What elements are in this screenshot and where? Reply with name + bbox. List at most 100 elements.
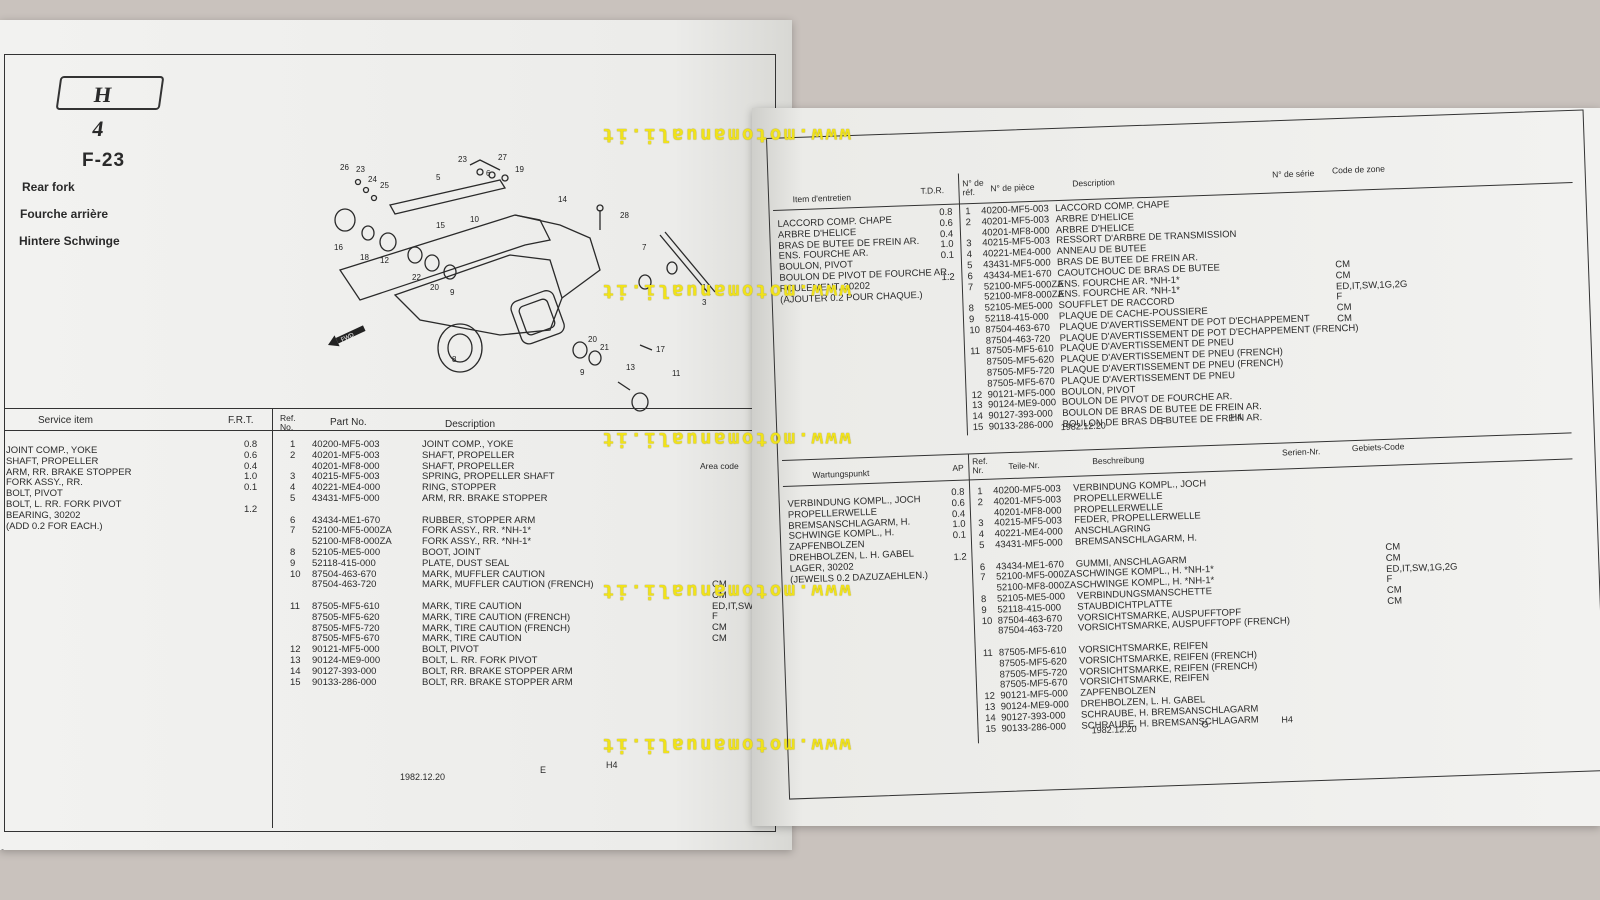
section-code-box: H 4 <box>55 76 165 141</box>
de-footer-lang: G <box>1201 719 1209 730</box>
fwd-arrow: FWD <box>328 325 366 347</box>
final-drive-housing <box>510 290 565 345</box>
service-item: (ADD 0.2 FOR EACH.) <box>6 520 103 532</box>
callout-9: 9 <box>450 288 455 297</box>
left-page: H 4 F-23 Rear fork Fourche arrière Hinte… <box>0 20 792 850</box>
left-footer-date: 1982.12.20 <box>400 772 446 782</box>
title-en: Rear fork <box>22 180 75 194</box>
col-ref-no: Ref. No. <box>280 413 296 432</box>
callout-24: 24 <box>368 175 377 184</box>
diagram-callouts: 26 23 24 25 5 23 27 6 19 14 28 10 15 16 … <box>334 153 707 378</box>
callout-22: 22 <box>412 273 421 282</box>
page-number: 2 <box>0 848 5 850</box>
callout-11: 11 <box>672 369 681 378</box>
left-footer-code: H4 <box>606 760 618 770</box>
col-area-code: Area code <box>700 461 739 471</box>
watermark-1: www.motomanuali.it <box>600 124 851 146</box>
col-frt: F.R.T. <box>228 415 254 426</box>
col-part-no: Part No. <box>330 417 367 428</box>
callout-1: 1 <box>702 283 707 292</box>
de-footer-date: 1982.12.20 <box>1091 723 1137 736</box>
left-table-header-rule <box>4 430 774 432</box>
fr-col-ref: N° de réf. <box>962 177 984 197</box>
callout-7: 7 <box>642 243 647 252</box>
fwd-label: FWD <box>340 332 356 343</box>
left-table-top-rule <box>4 408 774 410</box>
callout-21: 21 <box>600 343 609 352</box>
bearing <box>334 208 356 232</box>
left-table-divider <box>272 408 274 828</box>
callout-3: 3 <box>702 298 707 307</box>
fork-crossbar <box>514 214 601 299</box>
fr-col-part: N° de pièce <box>990 181 1035 194</box>
watermark-4: www.motomanuali.it <box>600 580 851 602</box>
callout-18: 18 <box>360 253 369 262</box>
title-de: Hintere Schwinge <box>19 234 120 248</box>
de-col-desc: Beschreibung <box>1092 454 1145 467</box>
de-col-part: Teile-Nr. <box>1008 460 1040 472</box>
fr-col-desc: Description <box>1072 177 1115 189</box>
callout-25: 25 <box>380 181 389 190</box>
callout-28: 28 <box>620 211 629 220</box>
de-footer-code: H4 <box>1281 714 1294 725</box>
left-service-items: JOINT COMP., YOKE SHAFT, PROPELLER ARM, … <box>6 445 132 532</box>
fr-col-tdr: T.D.R. <box>920 185 945 196</box>
service-item: JOINT COMP., YOKE <box>6 445 98 456</box>
fork-arm-right <box>393 254 563 336</box>
col-description: Description <box>445 419 496 430</box>
de-col-item: Wartungspunkt <box>812 467 870 480</box>
service-item: ARM, RR. BRAKE STOPPER <box>6 466 132 478</box>
callout-5: 5 <box>436 173 441 182</box>
service-item: FORK ASSY., RR. <box>6 477 83 489</box>
callout-10: 10 <box>470 215 479 224</box>
callout-14: 14 <box>558 195 567 204</box>
fr-col-zone: Code de zone <box>1331 163 1386 176</box>
de-col-serie: Serien-Nr. <box>1281 446 1321 458</box>
watermark-5: www.motomanuali.it <box>600 734 851 756</box>
callout-20: 20 <box>430 283 439 292</box>
de-col-ref: Ref. Nr. <box>971 455 988 475</box>
left-footer-lang: E <box>540 765 547 775</box>
watermark-3: www.motomanuali.it <box>600 428 851 450</box>
col-service-item: Service item <box>38 415 94 426</box>
french-table: Item d'entretien T.D.R. N° de réf. N° de… <box>772 152 1581 442</box>
boot-joint <box>437 323 483 373</box>
fr-footer-lang: F <box>1160 416 1167 427</box>
de-col-ap: AP <box>952 462 964 474</box>
callout-8: 8 <box>452 355 457 364</box>
brake-stopper-arm <box>389 179 507 215</box>
fr-col-item: Item d'entretien <box>792 192 852 205</box>
service-item: BOLT, L. RR. FORK PIVOT <box>6 498 122 510</box>
callout-6: 6 <box>486 169 491 178</box>
callout-16: 16 <box>334 243 343 252</box>
right-page: Item d'entretien T.D.R. N° de réf. N° de… <box>752 108 1600 826</box>
callout-23: 23 <box>356 165 365 174</box>
fr-footer-date: 1982.12.20 <box>1060 420 1106 433</box>
callout-20b: 20 <box>588 335 597 344</box>
callout-9b: 9 <box>580 368 585 377</box>
callout-15: 15 <box>436 221 445 230</box>
callout-13: 13 <box>626 363 635 372</box>
callout-12: 12 <box>380 256 389 265</box>
service-item: BOLT, PIVOT <box>6 488 63 500</box>
watermark-2: www.motomanuali.it <box>600 280 851 302</box>
service-item: BEARING, 30202 <box>6 509 81 521</box>
callout-26: 26 <box>340 163 349 172</box>
callout-19: 19 <box>515 165 524 174</box>
fr-footer-code: H4 <box>1230 411 1243 423</box>
callout-27: 27 <box>498 153 507 162</box>
german-table: Wartungspunkt AP Ref. Nr. Teile-Nr. Besc… <box>782 432 1582 749</box>
